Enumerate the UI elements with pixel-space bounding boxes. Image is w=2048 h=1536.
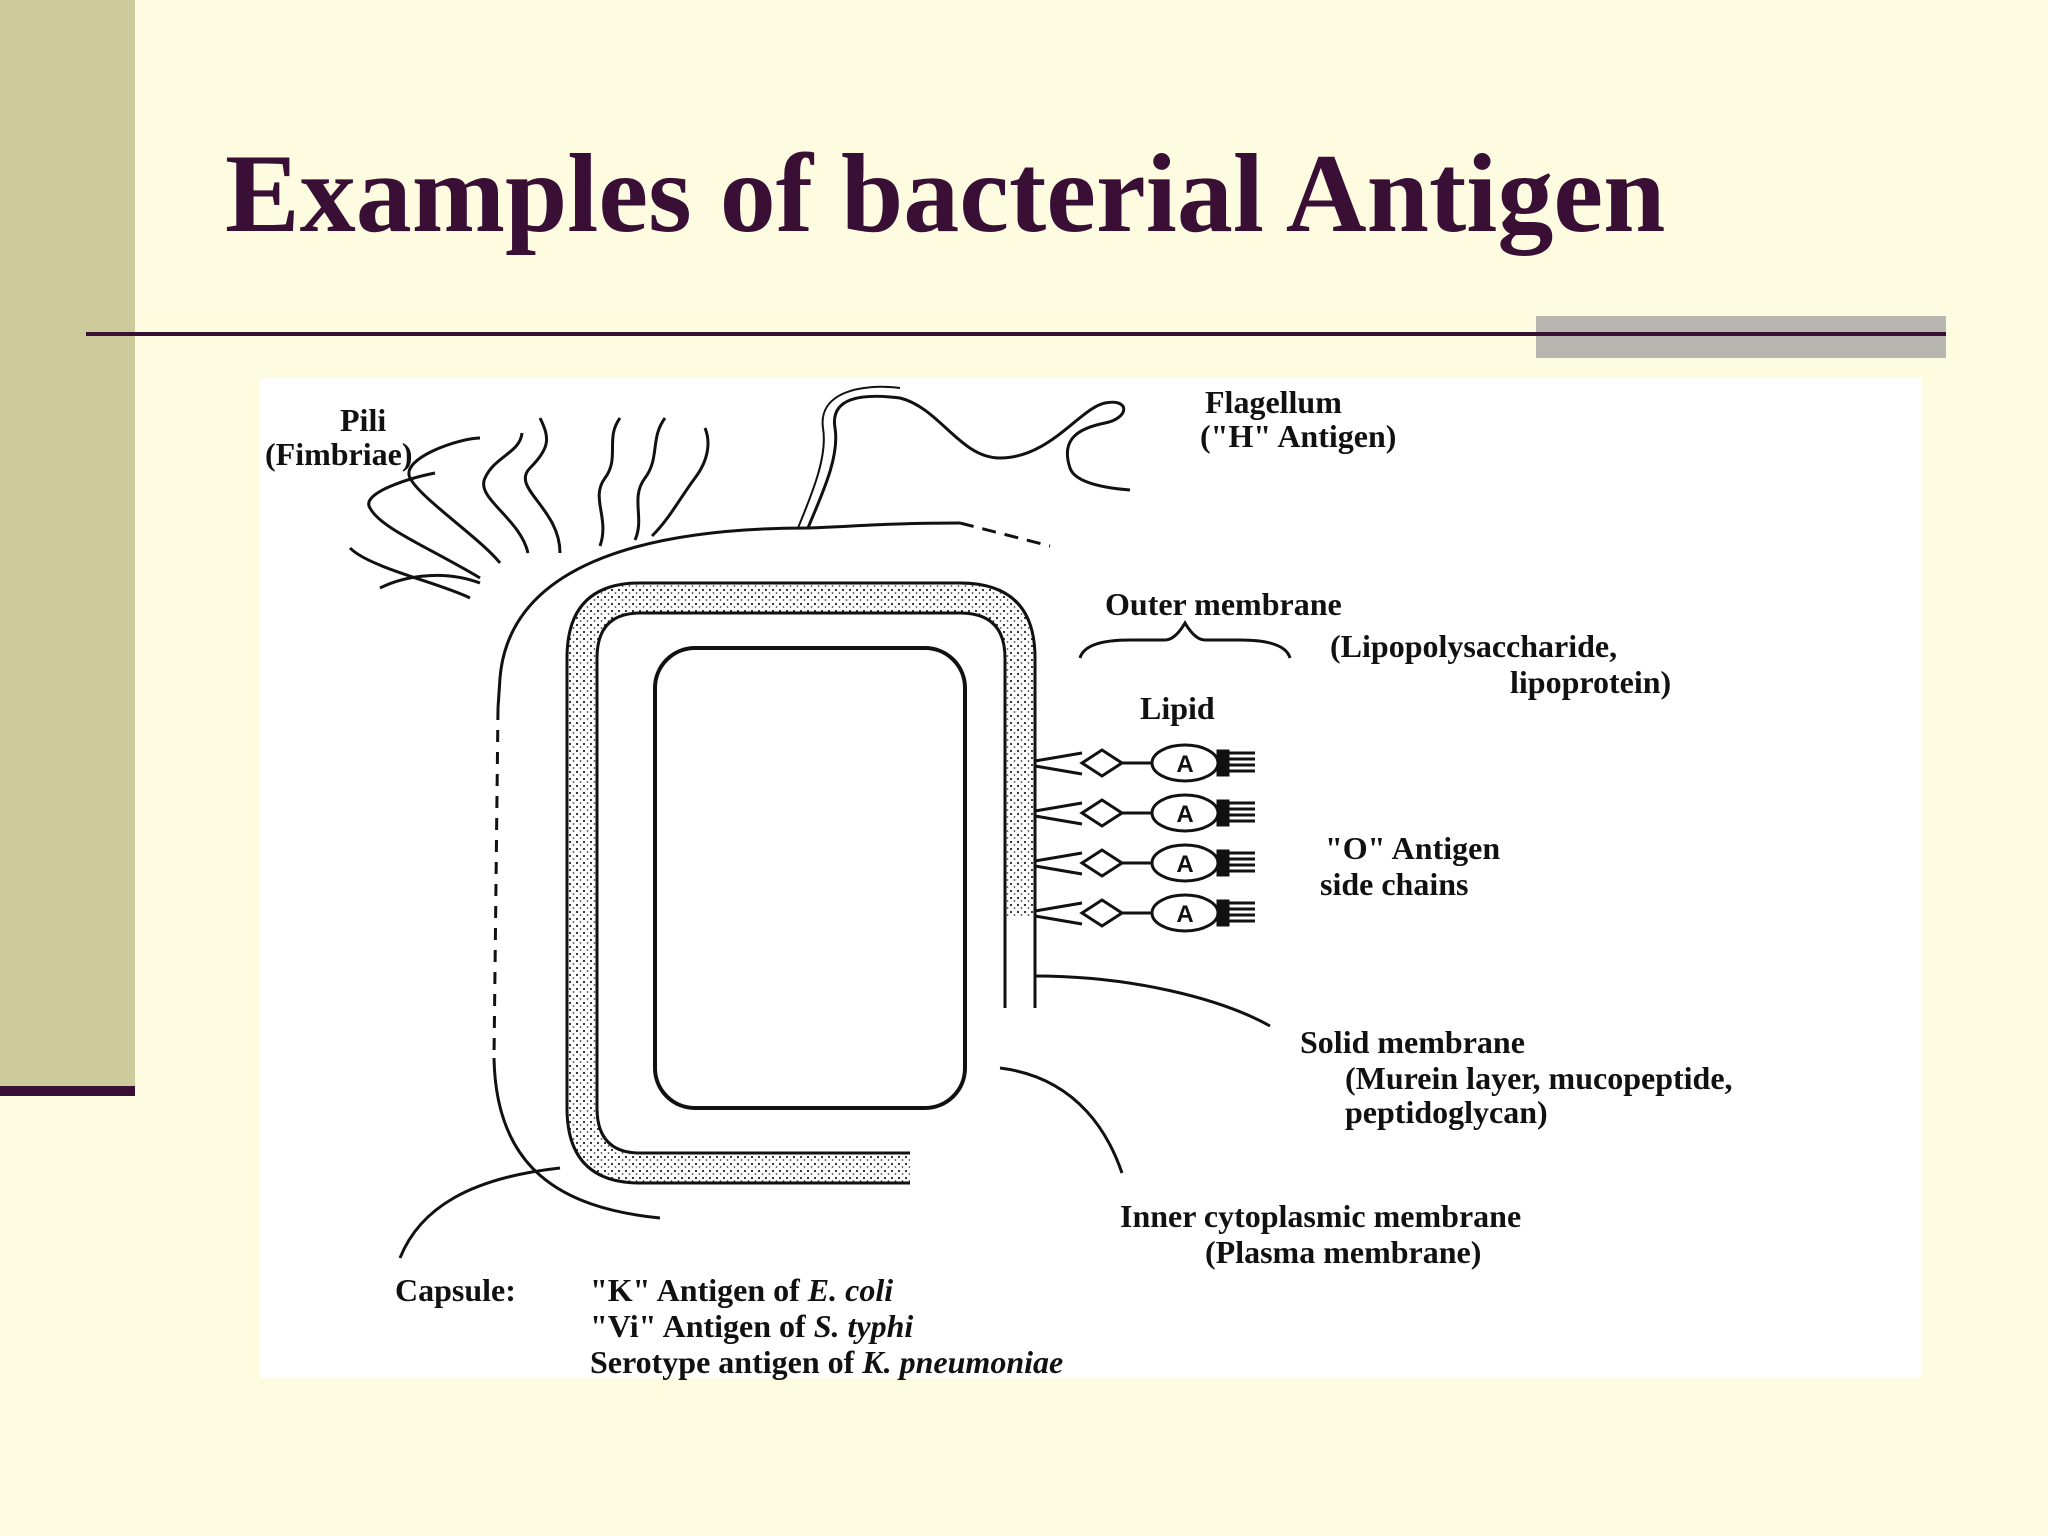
o-antigen-sublabel: side chains (1320, 866, 1469, 902)
lps-molecule-3 (1034, 843, 1255, 883)
capsule-serotype-antigen: Serotype antigen of K. pneumoniae (590, 1344, 1064, 1380)
flagellum-label: Flagellum (1205, 384, 1342, 420)
lps-molecule-4 (1034, 893, 1255, 933)
outer-membrane-edge-outer (565, 581, 1037, 1185)
antigen-marker-2: A (1176, 801, 1193, 828)
left-decorative-band (0, 0, 135, 1090)
o-antigen-label: "O" Antigen (1325, 830, 1501, 866)
solid-membrane-leader (1034, 974, 1271, 1028)
cell-illustration: A A A A (348, 385, 1292, 1259)
capsule-outline (496, 526, 809, 709)
capsule-lower-wall (492, 1057, 661, 1220)
capsule-vi-antigen: "Vi" Antigen of S. typhi (590, 1308, 914, 1344)
capsule-top-dashed (959, 521, 1051, 548)
inner-cytoplasmic-membrane (653, 646, 967, 1110)
capsule-top-right (807, 521, 961, 530)
title-divider-accent (1536, 316, 1946, 358)
slide-title: Examples of bacterial Antigen (225, 132, 1666, 256)
outer-membrane-brace (1078, 620, 1292, 659)
lipid-label: Lipid (1140, 690, 1215, 726)
outer-membrane-sublabel-2: lipoprotein) (1510, 664, 1672, 700)
inner-membrane-sublabel: (Plasma membrane) (1205, 1234, 1482, 1270)
solid-membrane-label: Solid membrane (1300, 1024, 1525, 1060)
capsule-k-antigen: "K" Antigen of E. coli (590, 1272, 894, 1308)
lps-molecule-2 (1034, 793, 1255, 833)
outer-membrane-edge-inner (595, 611, 1007, 1155)
bacterial-cell-diagram: A A A A Pili (Fimbriae) Flagellum ("H" A… (260, 378, 1922, 1380)
antigen-marker-1: A (1176, 751, 1193, 778)
outer-membrane-layer (567, 583, 1035, 1183)
flagellum-inner (797, 385, 901, 529)
capsule-dashed-wall (492, 707, 500, 1059)
title-divider (86, 332, 1946, 336)
lps-molecules (1034, 743, 1255, 933)
lps-molecule-1 (1034, 743, 1255, 783)
antigen-marker-3: A (1176, 851, 1193, 878)
capsule-leader (398, 1166, 561, 1259)
capsule-label: Capsule: (395, 1272, 516, 1308)
left-band-underline (0, 1086, 135, 1096)
antigen-marker-4: A (1176, 901, 1193, 928)
flagellum (806, 394, 1131, 529)
pili-label: Pili (340, 402, 387, 438)
outer-membrane-sublabel-1: (Lipopolysaccharide, (1330, 628, 1618, 664)
outer-membrane-label: Outer membrane (1105, 586, 1342, 622)
pili (348, 417, 710, 600)
solid-membrane-sublabel-1: (Murein layer, mucopeptide, (1345, 1060, 1733, 1096)
flagellum-sublabel: ("H" Antigen) (1200, 418, 1397, 454)
inner-membrane-label: Inner cytoplasmic membrane (1120, 1198, 1522, 1234)
solid-membrane-sublabel-2: peptidoglycan) (1345, 1094, 1548, 1130)
inner-membrane-leader (999, 1066, 1124, 1174)
pili-sublabel: (Fimbriae) (265, 436, 413, 472)
